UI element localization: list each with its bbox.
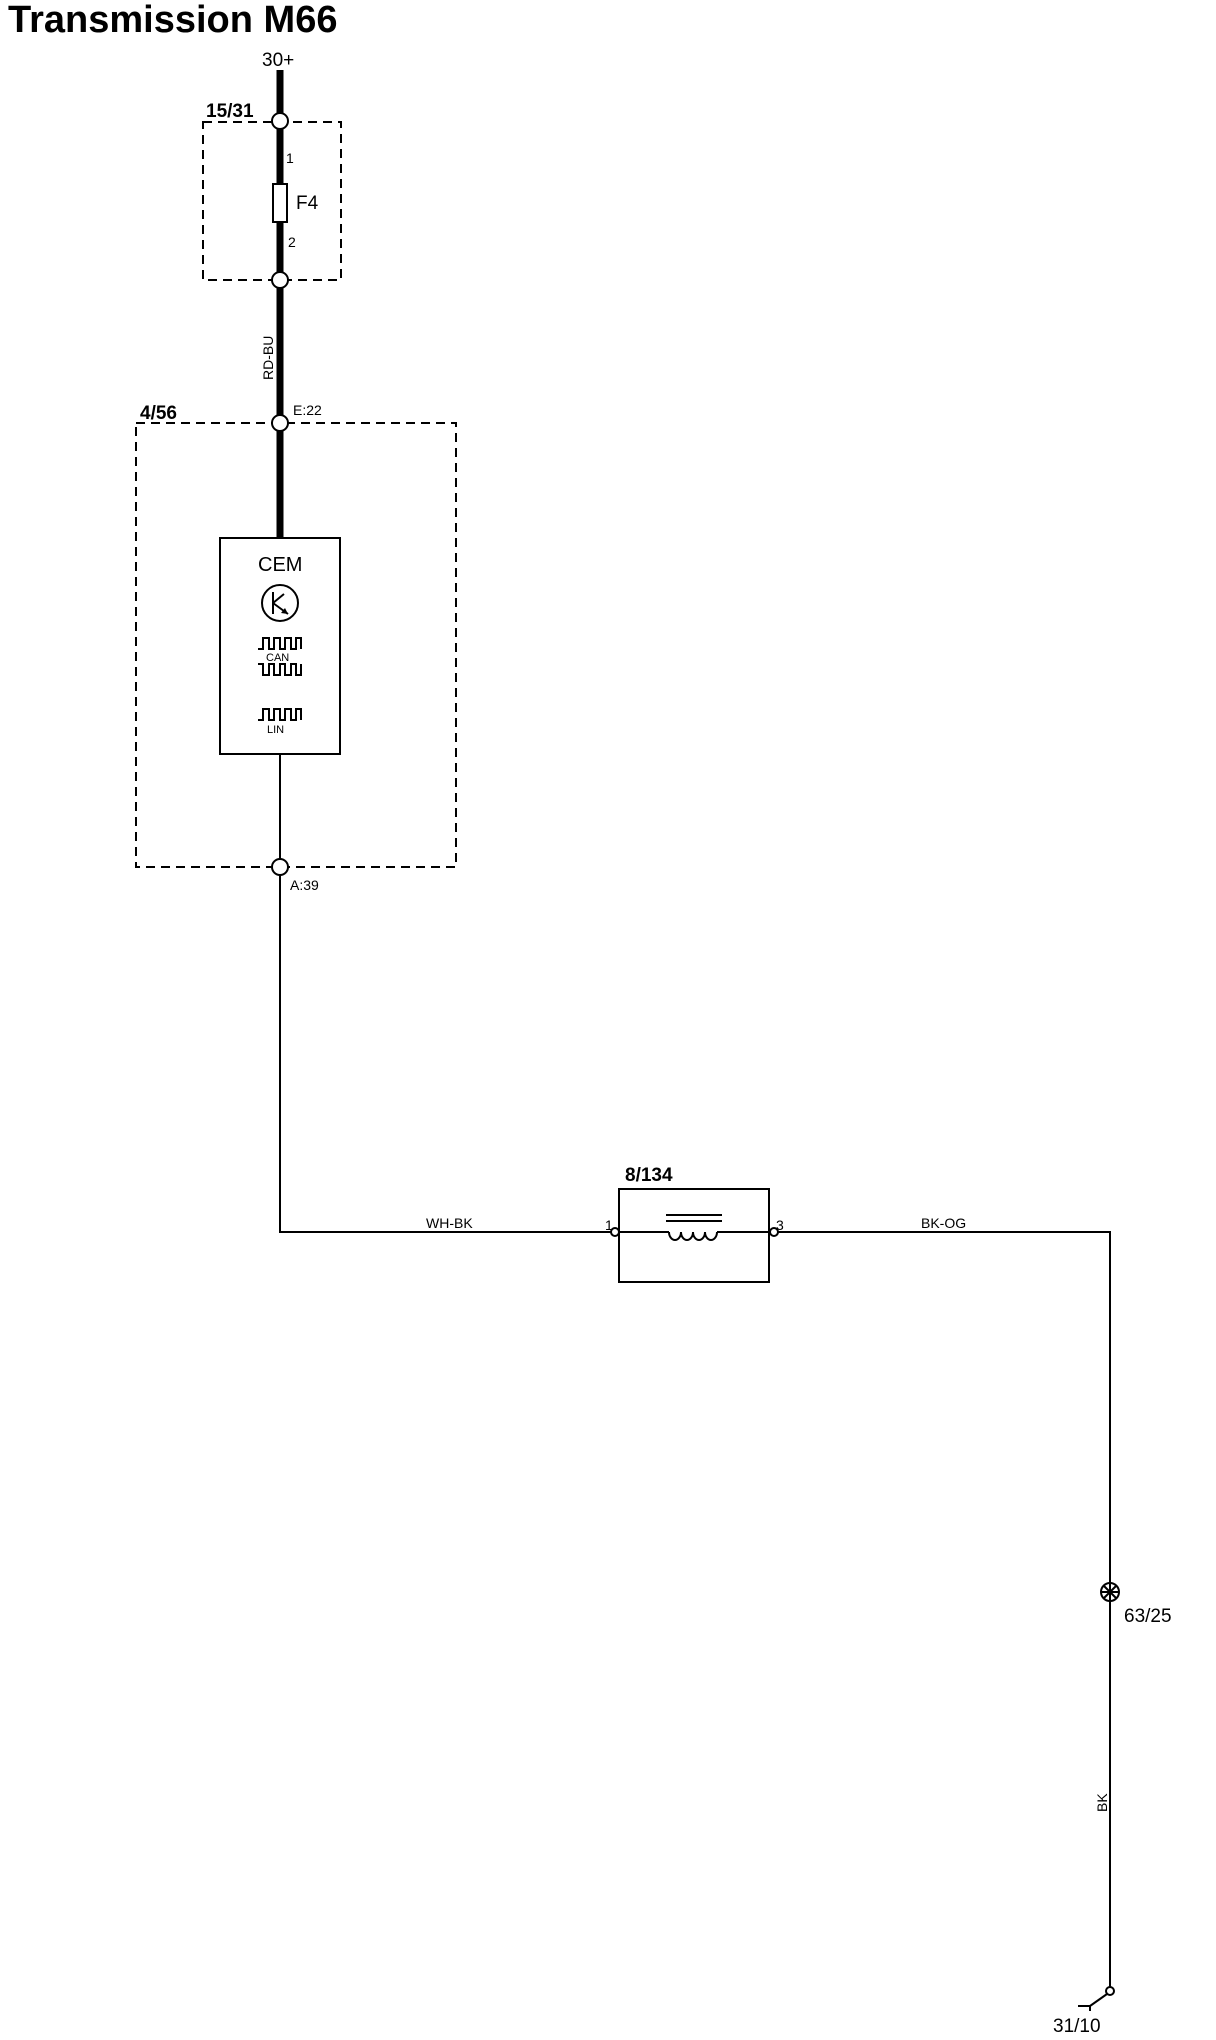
fuse-box-bottom-connector bbox=[271, 271, 289, 289]
wire-label-rd-bu: RD-BU bbox=[260, 336, 276, 380]
ground-icon bbox=[1078, 1986, 1115, 2011]
cem-module-name: CEM bbox=[258, 554, 302, 576]
fuse-pin-2-dot bbox=[277, 233, 283, 239]
component-pin-left: 1 bbox=[605, 1217, 613, 1233]
wire-bk-og bbox=[778, 1231, 1111, 1583]
cem-output-connector-label: A:39 bbox=[290, 877, 319, 893]
lin-bus-icon bbox=[258, 708, 302, 721]
component-label: 8/134 bbox=[625, 1165, 673, 1186]
cem-input-connector-label: E:22 bbox=[293, 402, 322, 418]
splice-icon bbox=[1100, 1582, 1120, 1602]
fuse-pin-1-dot bbox=[277, 165, 283, 171]
component-pin-right: 3 bbox=[776, 1217, 784, 1233]
cem-box-outline bbox=[135, 422, 457, 868]
fuse-pin-top: 1 bbox=[286, 150, 294, 166]
fuse-box-label: 15/31 bbox=[206, 101, 254, 122]
solenoid-coil-icon bbox=[619, 1214, 769, 1241]
cem-output-connector bbox=[271, 858, 289, 876]
cem-box-label: 4/56 bbox=[140, 403, 177, 424]
fuse-name: F4 bbox=[296, 193, 319, 214]
splice-label: 63/25 bbox=[1124, 1606, 1172, 1627]
fuse-pin-bottom: 2 bbox=[288, 234, 296, 250]
wire-label-wh-bk: WH-BK bbox=[426, 1215, 473, 1231]
wire-wh-bk bbox=[279, 875, 612, 1233]
ground-label: 31/10 bbox=[1053, 2016, 1101, 2037]
diagram-title: Transmission M66 bbox=[8, 0, 337, 41]
cem-input-connector bbox=[271, 414, 289, 432]
fuse-box-top-connector bbox=[271, 112, 289, 130]
wire-label-bk-og: BK-OG bbox=[921, 1215, 966, 1231]
supply-label: 30+ bbox=[262, 50, 294, 71]
can-bus-icon bbox=[258, 637, 302, 676]
wire-label-bk: BK bbox=[1094, 1793, 1110, 1812]
fuse-f4-symbol bbox=[272, 183, 288, 223]
transistor-icon bbox=[261, 584, 299, 622]
lin-bus-label: LIN bbox=[267, 724, 284, 736]
can-bus-label: CAN bbox=[266, 652, 289, 664]
